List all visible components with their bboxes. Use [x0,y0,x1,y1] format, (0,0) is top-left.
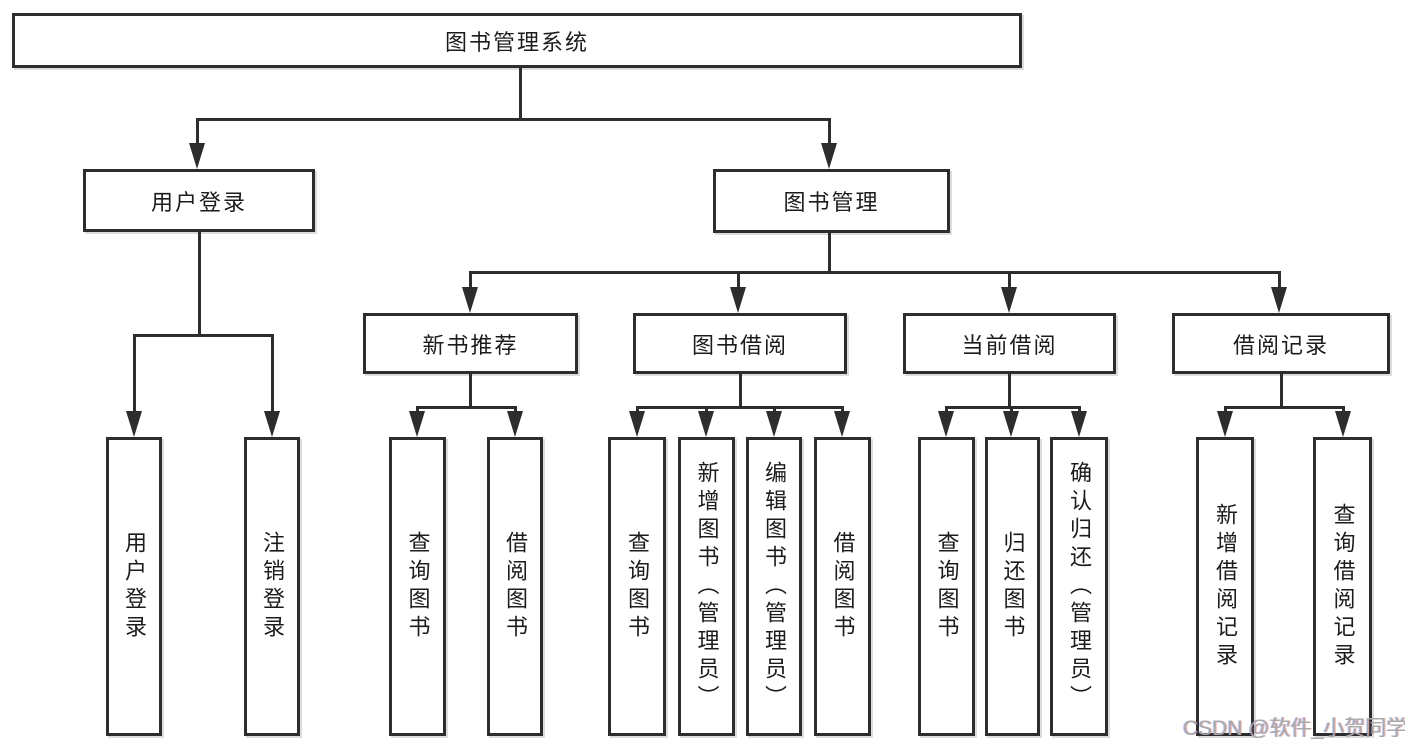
leaf-query-books-current: 查询图书 [918,437,975,736]
node-label: 图书管理系统 [444,29,589,55]
node-label: 查询图书 [405,530,431,643]
connector-line [469,271,472,289]
node-label: 新书推荐 [422,332,519,358]
node-label: 编辑图书（管理员） [762,460,787,713]
leaf-query-books-recommend: 查询图书 [389,437,446,736]
node-label: 新增图书（管理员） [694,460,720,713]
connector-line [1278,271,1281,289]
arrow-down-icon [409,411,425,437]
node-current-borrow: 当前借阅 [903,313,1116,374]
leaf-borrow-books: 借阅图书 [814,437,871,736]
node-label: 查询图书 [934,530,960,643]
arrow-down-icon [1001,287,1017,313]
arrow-down-icon [938,411,954,437]
connector-line [469,373,472,407]
arrow-down-icon [507,411,523,437]
arrow-down-icon [1071,411,1087,437]
connector-line [133,334,136,412]
leaf-confirm-return-admin: 确认归还（管理员） [1050,437,1108,736]
arrow-down-icon [126,411,142,437]
connector-line [469,271,1281,274]
arrow-down-icon [1271,287,1287,313]
node-label: 确认归还（管理员） [1067,460,1092,713]
connector-line [196,118,830,121]
arrow-down-icon [629,411,645,437]
leaf-borrow-books-recommend: 借阅图书 [487,437,543,736]
leaf-user-login: 用户登录 [106,437,162,736]
connector-line [828,232,831,273]
connector-line [828,118,831,145]
connector-line [519,67,522,120]
arrow-down-icon [1003,411,1019,437]
arrow-down-icon [821,143,837,169]
arrow-down-icon [766,411,782,437]
node-label: 图书管理 [783,190,880,215]
connector-line [1224,406,1344,409]
arrow-down-icon [462,287,478,313]
leaf-add-books-admin: 新增图书（管理员） [678,437,735,736]
node-label: 用户登录 [122,530,147,643]
node-label: 图书借阅 [691,332,788,358]
arrow-down-icon [730,287,746,313]
connector-line [1280,373,1283,407]
arrow-down-icon [1217,411,1233,437]
node-label: 借阅图书 [503,530,528,643]
connector-line [1008,373,1011,407]
connector-line [1008,271,1011,289]
leaf-logout: 注销登录 [244,437,300,736]
connector-line [416,406,516,409]
connector-line [737,271,740,289]
node-book-management: 图书管理 [713,169,950,233]
connector-line [198,231,201,335]
node-label: 查询图书 [625,530,650,643]
node-book-borrow: 图书借阅 [633,313,847,374]
node-label: 借阅记录 [1232,332,1329,358]
arrow-down-icon [1335,411,1351,437]
node-label: 新增借阅记录 [1213,502,1238,671]
leaf-query-borrow-record: 查询借阅记录 [1313,437,1372,736]
arrow-down-icon [189,143,205,169]
node-label: 查询借阅记录 [1330,502,1356,671]
node-label: 注销登录 [260,530,285,643]
arrow-down-icon [698,411,714,437]
node-label: 归还图书 [1000,530,1026,643]
node-label: 当前借阅 [961,332,1058,358]
connector-line [196,118,199,145]
leaf-add-borrow-record: 新增借阅记录 [1196,437,1254,736]
node-borrow-records: 借阅记录 [1172,313,1390,374]
leaf-query-books-borrow: 查询图书 [608,437,666,736]
node-user-login: 用户登录 [83,169,315,232]
connector-line [636,406,844,409]
node-label: 用户登录 [150,189,247,215]
arrow-down-icon [834,411,850,437]
leaf-return-books: 归还图书 [985,437,1040,736]
leaf-edit-books-admin: 编辑图书（管理员） [746,437,802,736]
node-root-system: 图书管理系统 [12,13,1022,68]
connector-line [271,334,274,412]
arrow-down-icon [264,411,280,437]
node-label: 借阅图书 [830,530,856,643]
connector-line [739,373,742,407]
connector-line [133,334,274,337]
node-new-book-recommend: 新书推荐 [363,313,578,374]
csdn-watermark: CSDN @软件_小贺同学 [1183,717,1405,740]
